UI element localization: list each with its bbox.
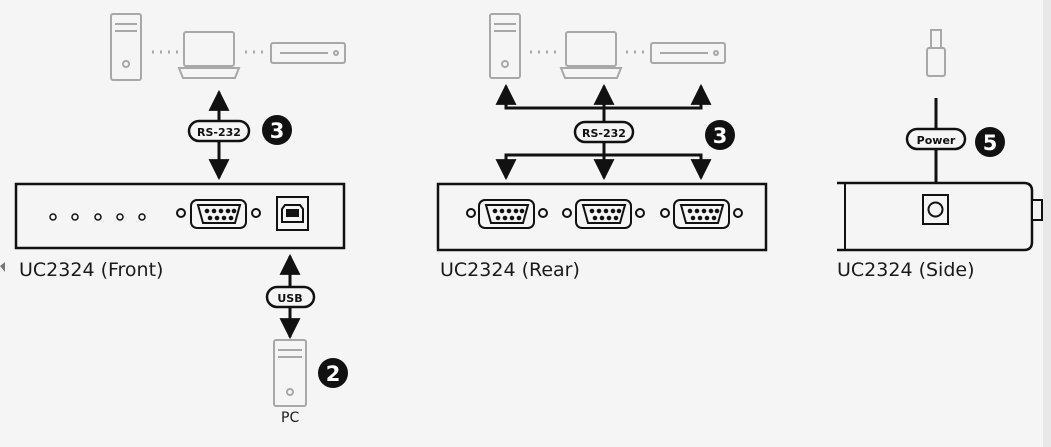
rear-peripheral-modem-icon: [650, 42, 726, 64]
front-db9-port-icon: [176, 199, 261, 229]
front-caption: UC2324 (Front): [19, 259, 164, 281]
rear-step-number: 3: [713, 124, 728, 148]
front-rs232-label-pill: RS-232: [187, 119, 251, 143]
rear-db9-port-2-icon: [562, 199, 645, 229]
pc-label: PC: [281, 410, 300, 426]
front-peripheral-modem-icon: [270, 42, 346, 64]
power-step-badge: 5: [975, 127, 1005, 157]
front-step-badge: 3: [262, 115, 292, 145]
right-edge-strip: [1043, 0, 1051, 447]
side-latch: [1031, 199, 1043, 221]
power-step-number: 5: [983, 131, 998, 155]
rear-caption: UC2324 (Rear): [440, 259, 580, 281]
left-edge-marker-icon: [0, 262, 5, 272]
front-step-number: 3: [270, 119, 285, 143]
front-rs232-text: RS-232: [197, 126, 241, 139]
rear-rs232-text: RS-232: [582, 127, 626, 140]
usb-step-number: 2: [326, 362, 341, 386]
power-label-pill: Power: [905, 127, 967, 151]
front-peripheral-tower-icon: [110, 13, 142, 81]
usb-text: USB: [277, 292, 302, 305]
rear-db9-port-1-icon: [466, 199, 548, 229]
rear-db9-port-3-icon: [660, 199, 743, 229]
side-caption: UC2324 (Side): [837, 259, 975, 281]
rear-step-badge: 3: [705, 120, 735, 150]
pc-tower-icon: [273, 339, 307, 407]
power-text: Power: [917, 134, 956, 147]
rear-rs232-label-pill: RS-232: [573, 120, 635, 144]
power-plug-icon: [926, 29, 946, 77]
front-peripheral-laptop-icon: [177, 31, 241, 79]
front-led-indicators: [49, 213, 146, 221]
usb-step-badge: 2: [318, 358, 348, 388]
usb-label-pill: USB: [265, 285, 316, 309]
rear-peripheral-tower-icon: [489, 13, 521, 79]
front-usb-b-port-icon: [276, 196, 309, 231]
dc-power-jack-icon: [922, 194, 949, 225]
rear-peripheral-laptop-icon: [559, 31, 623, 79]
